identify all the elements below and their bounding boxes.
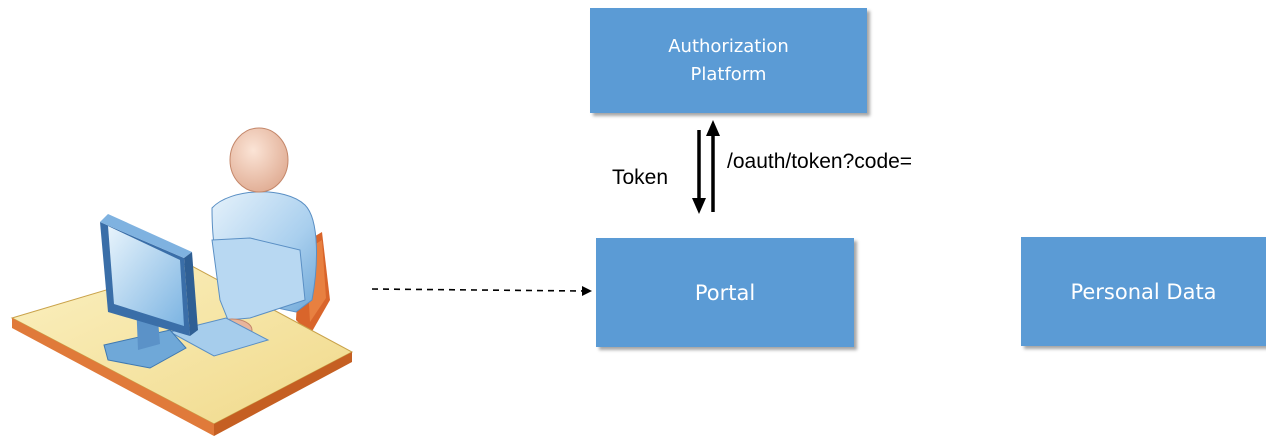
authorization-platform-line1: Authorization xyxy=(668,35,789,57)
code-request-arrowhead xyxy=(706,120,720,136)
user-to-portal-arrowhead xyxy=(582,286,592,296)
portal-box: Portal xyxy=(596,238,854,347)
user-to-portal-arrow xyxy=(371,288,585,292)
portal-label: Portal xyxy=(694,280,756,305)
personal-data-label: Personal Data xyxy=(1070,279,1217,304)
token-arrowhead xyxy=(692,198,706,214)
oauth-token-code-label: /oauth/token?code= xyxy=(727,150,913,173)
token-label: Token xyxy=(612,166,669,189)
authorization-platform-box: Authorization Platform xyxy=(590,8,867,113)
authorization-platform-line2: Platform xyxy=(690,63,767,85)
personal-data-box: Personal Data xyxy=(1021,237,1266,346)
user-at-computer-icon xyxy=(10,127,354,436)
